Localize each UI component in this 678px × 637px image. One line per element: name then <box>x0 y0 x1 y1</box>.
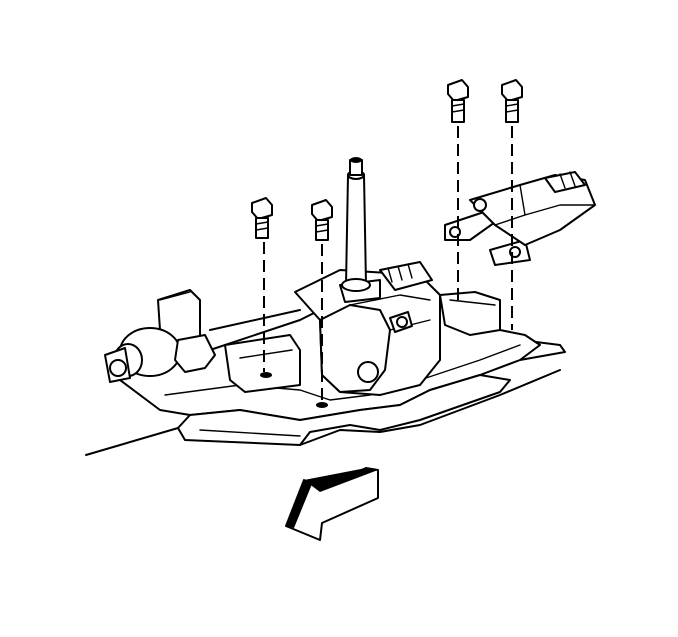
bolt-3 <box>447 79 469 123</box>
bolt-4 <box>501 79 523 123</box>
front-direction-arrow-icon <box>285 467 379 541</box>
mounting-bolt-icon <box>251 79 523 241</box>
control-module-icon <box>469 171 596 246</box>
shift-solenoid-icon <box>104 289 301 383</box>
bolt-2 <box>311 199 333 241</box>
bolt-1 <box>251 197 273 239</box>
floor-pan-outline <box>85 339 566 456</box>
mounting-bracket-left <box>224 334 328 408</box>
shift-lever-shaft-icon <box>341 157 371 292</box>
installation-guide-lines <box>263 126 513 402</box>
shifter-base-assembly-icon <box>294 261 441 396</box>
